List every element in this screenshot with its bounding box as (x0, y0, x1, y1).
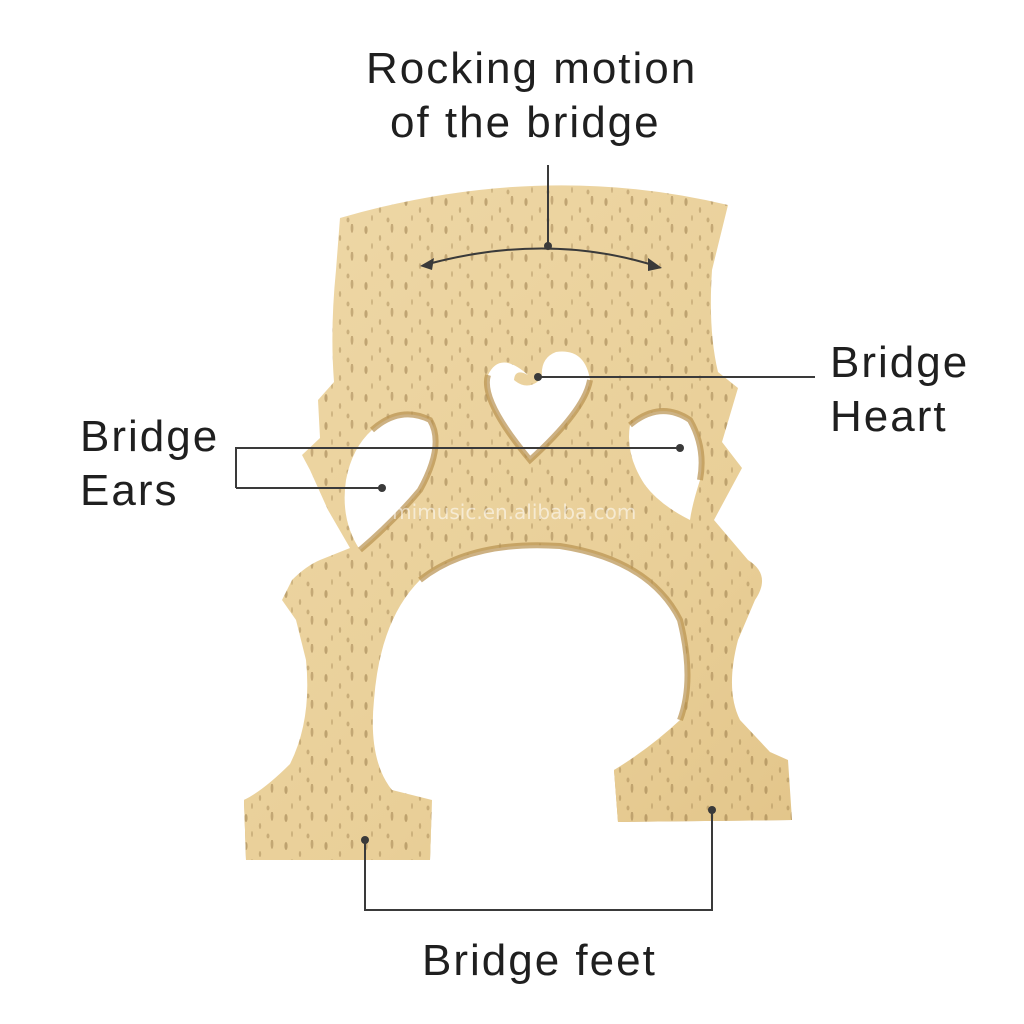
rocking-arrow (420, 165, 662, 271)
heart-label-line1: Bridge (830, 338, 970, 387)
rocking-label-line1: Rocking motion (366, 44, 698, 93)
rocking-label-line2: of the bridge (390, 98, 661, 147)
heart-label-line2: Heart (830, 392, 948, 441)
feet-leader (361, 806, 716, 911)
ears-label-line1: Bridge (80, 412, 220, 461)
feet-label: Bridge feet (422, 936, 657, 985)
ears-label-line2: Ears (80, 466, 179, 515)
heart-leader (534, 373, 815, 381)
cutout-edges (358, 374, 705, 722)
watermark: naomimusic.en.alibaba.com (355, 500, 637, 524)
ears-leader (235, 444, 684, 492)
